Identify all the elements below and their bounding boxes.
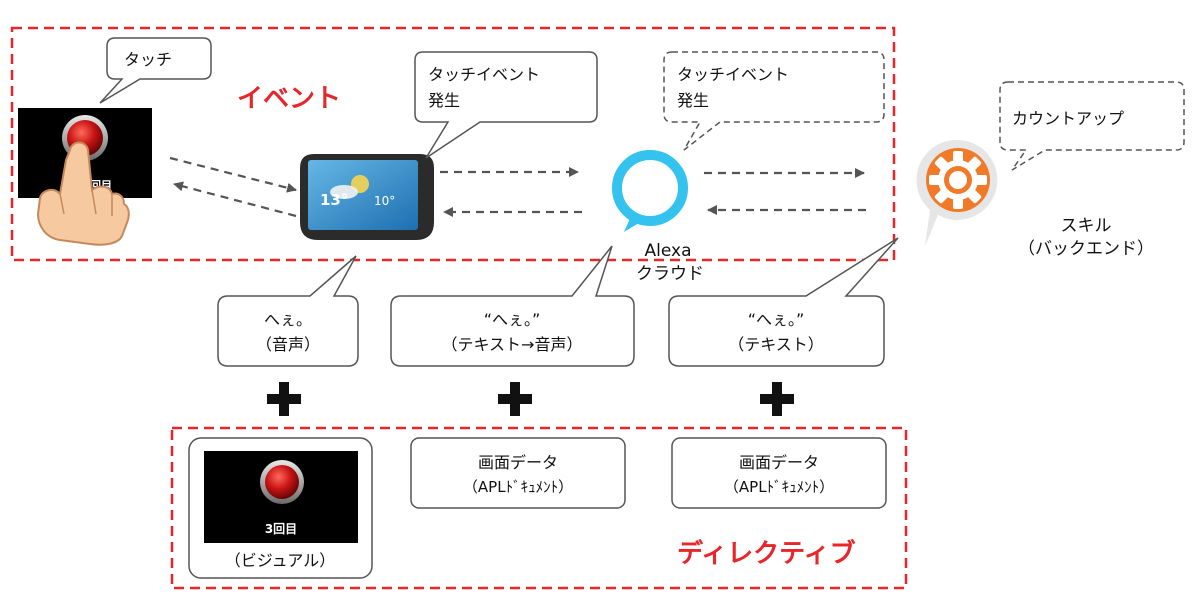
response-voice-line1: へぇ。	[264, 310, 312, 329]
visual-red-button-icon	[265, 465, 299, 499]
alexa-sub-label: クラウド	[636, 264, 704, 284]
alexa-bubble-line1: タッチイベント	[677, 65, 789, 84]
event-region-border	[10, 26, 896, 262]
visual-box: 3回目 （ビジュアル）	[188, 437, 373, 579]
response-voice-line2: （音声）	[256, 335, 320, 354]
directive-title: ディレクティブ	[677, 538, 856, 569]
response-tts-line2: （テキスト→音声）	[442, 335, 583, 354]
skill-bubble: カウントアップ	[999, 81, 1185, 171]
response-text-line2: （テキスト）	[728, 335, 824, 354]
screen-data-2-line1: 画面データ	[739, 453, 819, 472]
skill-name-label: スキル	[1061, 216, 1112, 236]
device-bubble-line1: タッチイベント	[428, 65, 540, 84]
screen-data-2-line2: （APLﾄﾞｷｭﾒﾝﾄ）	[724, 478, 834, 496]
event-title: イベント	[237, 84, 341, 114]
response-tts-line1: “へぇ。”	[484, 310, 541, 329]
device-temp-main: 13°	[320, 191, 348, 209]
plus-icon-1	[267, 382, 301, 416]
response-text-line1: “へぇ。”	[748, 310, 805, 329]
touch-bubble: タッチ	[99, 37, 212, 104]
alexa-logo-icon	[612, 150, 688, 232]
response-tts-bubble: “へぇ。” （テキスト→音声）	[390, 245, 635, 367]
visual-count-label: 3回目	[265, 522, 297, 536]
screen-data-box-1: 画面データ （APLﾄﾞｷｭﾒﾝﾄ）	[410, 437, 626, 509]
echo-show-device-icon: 13° 10°	[300, 154, 434, 240]
alexa-bubble: タッチイベント 発生	[663, 51, 885, 151]
response-text-bubble: “へぇ。” （テキスト）	[668, 237, 899, 367]
screen-data-1-line2: （APLﾄﾞｷｭﾒﾝﾄ）	[463, 478, 573, 496]
screen-data-1-line1: 画面データ	[478, 453, 558, 472]
device-bubble-line2: 発生	[428, 91, 460, 110]
finger-icon	[36, 141, 130, 246]
device-bubble: タッチイベント 発生	[414, 51, 598, 159]
plus-icon-3	[760, 382, 794, 416]
alexa-bubble-line2: 発生	[677, 91, 709, 110]
visual-caption: （ビジュアル）	[225, 551, 335, 570]
skill-gear-icon	[916, 139, 998, 246]
screen-data-box-2: 画面データ （APLﾄﾞｷｭﾒﾝﾄ）	[671, 437, 887, 509]
plus-icon-2	[498, 382, 532, 416]
response-voice-bubble: へぇ。 （音声）	[217, 255, 359, 367]
skill-sub-label: （バックエンド）	[1018, 239, 1154, 259]
touch-bubble-text: タッチ	[124, 50, 172, 69]
skill-bubble-text: カウントアップ	[1012, 109, 1124, 128]
device-temp-low: 10°	[374, 194, 395, 208]
alexa-name-label: Alexa	[645, 241, 692, 261]
